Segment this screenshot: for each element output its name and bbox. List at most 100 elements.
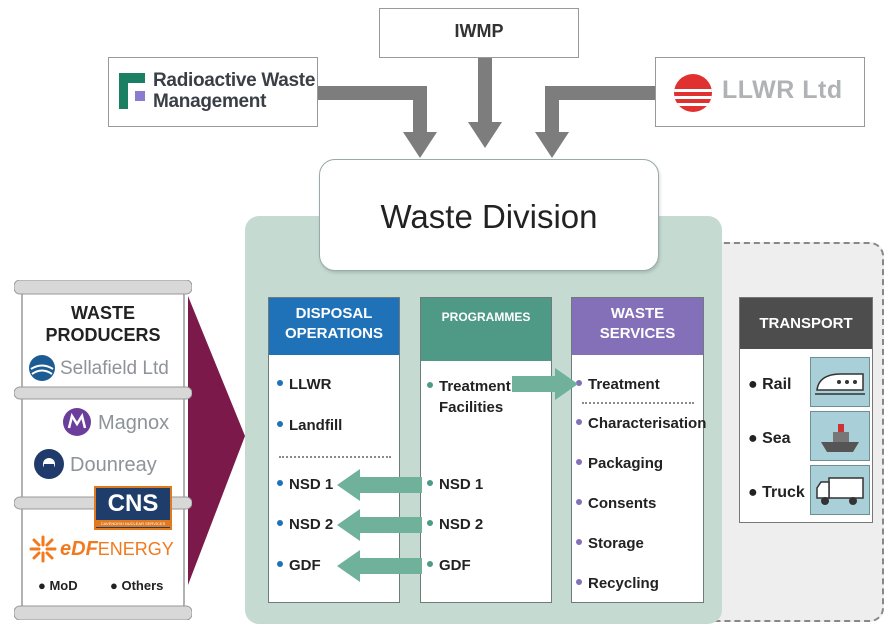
services-item-label: Packaging [588, 455, 664, 472]
llwr-arrow [535, 86, 655, 158]
services-header: WASTE SERVICES [572, 298, 703, 355]
edf-name-suffix: ENERGY [97, 539, 174, 559]
transport-item-rail: ● Rail [748, 376, 792, 393]
bullet-icon [277, 380, 283, 387]
dounreay-name: Dounreay [70, 454, 157, 476]
bullet-icon [427, 480, 433, 487]
disposal-item-gdf: GDF [277, 557, 321, 574]
nsd2-arrow [337, 509, 422, 541]
others-label: Others [121, 578, 164, 593]
waste-division-box: Waste Division [319, 159, 659, 271]
programmes-treatment-line2: Facilities [439, 399, 504, 416]
disposal-divider [279, 456, 391, 458]
ship-icon [810, 411, 870, 461]
services-header-line2: SERVICES [599, 325, 676, 342]
waste-division-title: Waste Division [380, 198, 598, 235]
bullet-icon [576, 459, 582, 466]
disposal-item-nsd2: NSD 2 [277, 516, 333, 533]
magnox-name: Magnox [98, 412, 170, 434]
services-header-line1: WASTE [610, 305, 665, 322]
disposal-operations-column: DISPOSAL OPERATIONS LLWR Landfill NSD 1 … [268, 297, 400, 603]
edf-logo-icon [29, 535, 57, 563]
transport-item-label: Rail [762, 376, 792, 393]
services-item-treatment: Treatment [576, 376, 660, 393]
bullet-icon [277, 520, 283, 527]
llwr-box: LLWR Ltd [655, 57, 865, 127]
iwmp-arrow [468, 58, 502, 148]
disposal-item-landfill: Landfill [277, 417, 342, 434]
waste-producers-barrel: WASTE PRODUCERS Sellafield Ltd Magnox Do… [14, 280, 192, 620]
programmes-item-nsd2: NSD 2 [427, 516, 483, 533]
programmes-item-label: NSD 1 [439, 476, 484, 493]
services-item-consents: Consents [576, 495, 656, 512]
bullet-icon [576, 380, 582, 387]
services-item-label: Recycling [588, 575, 659, 592]
disposal-item-nsd1: NSD 1 [277, 476, 333, 493]
iwmp-box: IWMP [379, 8, 579, 58]
mod-item: ● MoD [38, 578, 78, 593]
disposal-item-label: Landfill [289, 417, 343, 434]
rwm-logo-icon [119, 73, 145, 109]
truck-icon [810, 465, 870, 515]
dounreay-logo-icon [34, 449, 64, 479]
programmes-item-gdf: GDF [427, 557, 471, 574]
programmes-item-label: GDF [439, 557, 471, 574]
iwmp-label: IWMP [454, 21, 504, 41]
programmes-header-label: PROGRAMMES [441, 310, 531, 324]
services-item-label: Storage [588, 535, 644, 552]
services-item-characterisation: Characterisation [576, 415, 706, 432]
programmes-header: PROGRAMMES [421, 298, 551, 361]
train-icon [810, 357, 870, 407]
bullet-icon [576, 539, 582, 546]
edf-name-prefix: eDF [60, 538, 98, 560]
bullet-icon [576, 499, 582, 506]
nsd1-arrow [337, 469, 422, 501]
disposal-header-line1: DISPOSAL [295, 305, 373, 322]
disposal-item-label: NSD 2 [289, 516, 334, 533]
disposal-item-label: LLWR [289, 376, 332, 393]
services-item-storage: Storage [576, 535, 644, 552]
disposal-item-label: NSD 1 [289, 476, 334, 493]
cns-subtitle: CAVENDISH NUCLEAR SERVICES [96, 520, 170, 527]
programmes-item-nsd1: NSD 1 [427, 476, 483, 493]
bullet-icon [277, 561, 283, 568]
bullet-icon [427, 561, 433, 568]
rwm-box: Radioactive Waste Management [108, 57, 318, 127]
transport-header-label: TRANSPORT [759, 315, 853, 332]
services-divider [582, 402, 694, 404]
programmes-item-treatment: Treatment Facilities [427, 376, 511, 418]
disposal-header-line2: OPERATIONS [284, 325, 384, 342]
others-item: ● Others [110, 578, 164, 593]
magnox-logo-icon [63, 408, 91, 436]
bullet-icon [427, 382, 433, 389]
disposal-header: DISPOSAL OPERATIONS [269, 298, 399, 355]
waste-services-column: WASTE SERVICES Treatment Characterisatio… [571, 297, 706, 603]
transport-item-sea: ● Sea [748, 430, 791, 447]
rwm-arrow [318, 86, 437, 158]
rwm-name-line2: Management [153, 91, 267, 112]
programmes-column: PROGRAMMES Treatment Facilities NSD 1 NS… [420, 297, 552, 603]
llwr-logo-icon [674, 74, 712, 112]
cns-name: CNS [107, 490, 159, 517]
services-item-recycling: Recycling [576, 575, 659, 592]
services-item-label: Characterisation [588, 415, 707, 432]
bullet-icon [576, 419, 582, 426]
services-item-label: Consents [588, 495, 657, 512]
producers-title-line1: WASTE [70, 303, 135, 323]
transport-item-label: Sea [762, 430, 791, 447]
transport-item-truck: ● Truck [748, 484, 805, 501]
transport-column: TRANSPORT ● Rail ● Sea ● Truck [739, 297, 873, 523]
bullet-icon [576, 579, 582, 586]
services-item-label: Treatment [588, 376, 660, 393]
gdf-arrow [337, 550, 422, 582]
treatment-arrow [512, 368, 578, 400]
cns-logo: CNS CAVENDISH NUCLEAR SERVICES [94, 486, 172, 530]
disposal-item-label: GDF [289, 557, 321, 574]
bullet-icon [277, 480, 283, 487]
producers-title-line2: PRODUCERS [45, 325, 161, 345]
programmes-treatment-line1: Treatment [439, 378, 511, 395]
llwr-name: LLWR Ltd [722, 76, 843, 104]
barrel-shape [14, 280, 192, 620]
